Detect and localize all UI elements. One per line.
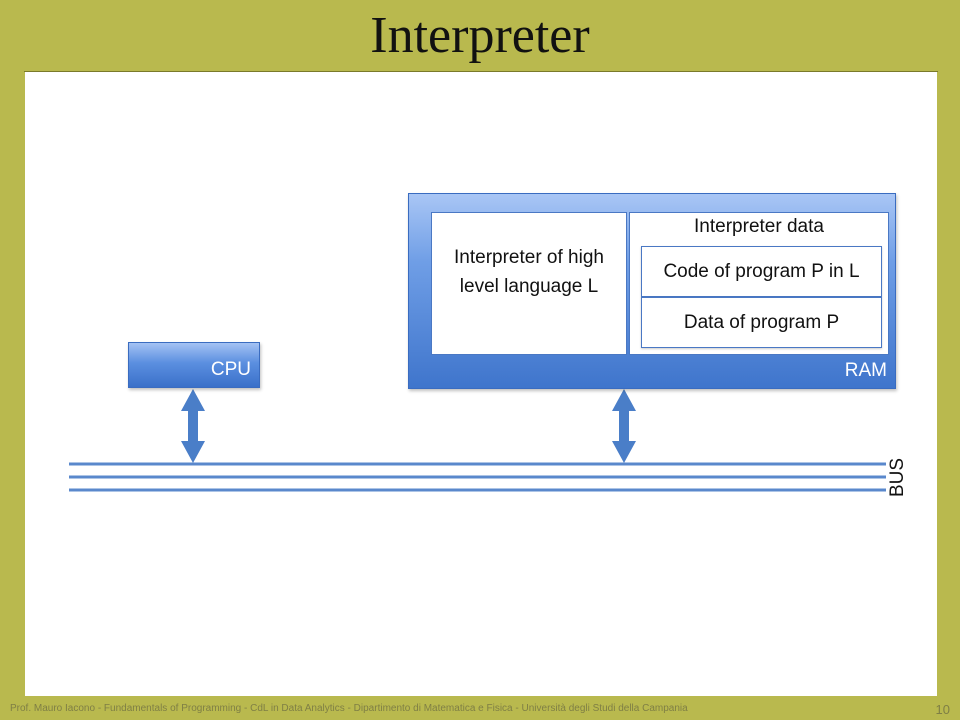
interpreter-data-label: Interpreter data <box>694 216 824 237</box>
slide-title: Interpreter <box>370 7 590 64</box>
program-data-box: Data of program P <box>641 297 882 348</box>
ram-label: RAM <box>844 360 887 381</box>
cpu-block: CPU <box>128 342 260 388</box>
ram-bus-arrow <box>612 389 636 463</box>
interpreter-box: Interpreter of high level language L <box>431 212 627 355</box>
interpreter-data-box: Interpreter data Code of program P in L … <box>629 212 889 355</box>
cpu-bus-arrow <box>181 389 205 463</box>
bus-label: BUS <box>887 457 908 497</box>
bus-lines <box>69 462 886 492</box>
ram-block: Interpreter of high level language L Int… <box>408 193 896 389</box>
page-number: 10 <box>935 702 950 717</box>
slide-footer: Prof. Mauro Iacono - Fundamentals of Pro… <box>10 703 688 714</box>
cpu-label: CPU <box>210 359 251 380</box>
title-divider <box>24 71 938 72</box>
program-code-box: Code of program P in L <box>641 246 882 297</box>
interpreter-box-text: Interpreter of high level language L <box>454 247 604 297</box>
